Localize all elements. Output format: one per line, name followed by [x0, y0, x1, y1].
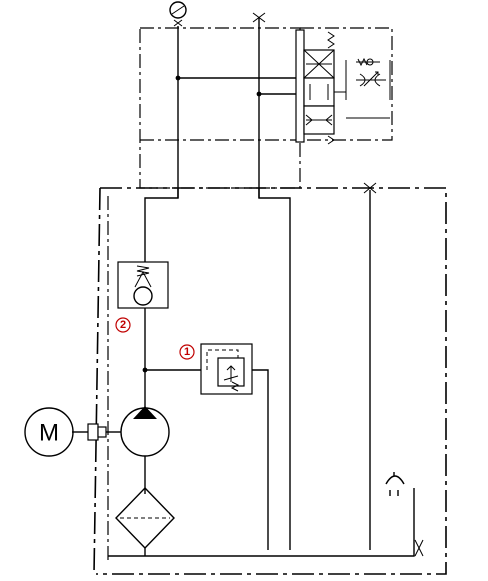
filter	[115, 486, 175, 556]
check-valve	[117, 261, 169, 309]
port-plug-top	[252, 12, 266, 23]
power-unit-boundary	[93, 187, 447, 575]
relief-valve	[200, 343, 253, 395]
relief-valve-tag-text: 1	[184, 346, 190, 358]
directional-valve	[295, 29, 391, 145]
motor-label: M	[39, 420, 59, 447]
breather	[385, 472, 405, 496]
shaft-coupling	[72, 423, 121, 441]
electric-motor: M	[24, 407, 74, 457]
pump	[120, 406, 170, 457]
check-valve-tag-text: 2	[120, 319, 126, 331]
relief-valve-tag: 1	[179, 344, 195, 360]
main-lines	[175, 18, 304, 198]
power-unit-lines	[108, 182, 424, 557]
pressure-gauge	[169, 1, 187, 27]
check-valve-tag: 2	[115, 317, 131, 333]
